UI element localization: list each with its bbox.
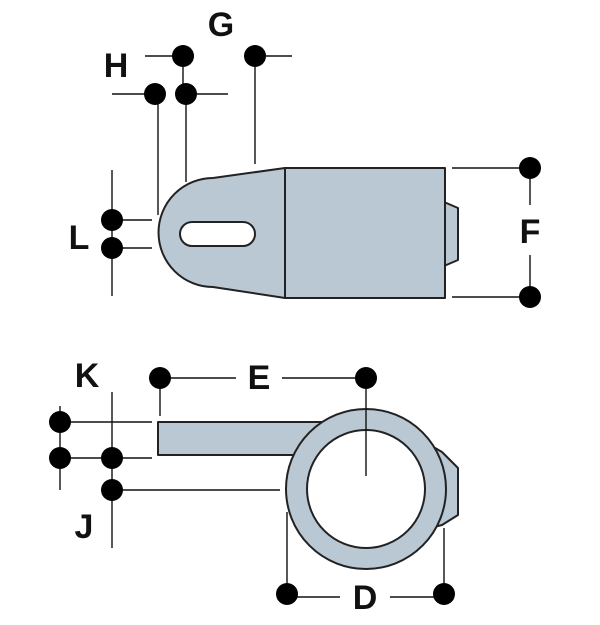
label-f: F [520,213,541,251]
side-view-slot [179,221,256,247]
side-view-body [284,167,446,299]
side-view [157,167,459,299]
dimension-j: J [75,392,280,548]
dimension-l-marker-top [101,209,123,231]
dimension-j-marker-bottom [101,479,123,501]
dimension-f-marker-top [519,157,541,179]
label-k: K [75,357,100,395]
label-l: L [69,219,90,257]
dimension-k: K [49,357,152,490]
dimension-e: E [149,359,377,416]
dimension-k-marker-top [49,411,71,433]
dimension-h-marker-right [175,83,197,105]
label-g: G [208,6,234,44]
label-h: H [104,47,129,85]
dimension-d: D [276,512,455,617]
dimension-l-marker-bottom [101,237,123,259]
dimension-e-marker-left [149,367,171,389]
dimension-h-marker-top [172,45,194,67]
dimension-h-marker-left [144,83,166,105]
dimension-g: G [208,6,292,164]
plan-view [157,378,459,570]
dimension-j-marker-top [101,447,123,469]
dimension-d-marker-left [276,583,298,605]
dimension-k-marker-bottom [49,447,71,469]
dimension-g-marker [244,45,266,67]
dimension-d-marker-right [433,583,455,605]
dimension-h: H [104,45,228,215]
label-d: D [353,579,378,617]
label-e: E [248,359,271,397]
label-j: J [75,508,94,546]
dimension-e-marker-right [355,367,377,389]
dimension-l: L [69,170,152,296]
dimension-f: F [452,157,541,308]
side-view-end-nub [443,201,459,267]
dimension-f-marker-bottom [519,286,541,308]
